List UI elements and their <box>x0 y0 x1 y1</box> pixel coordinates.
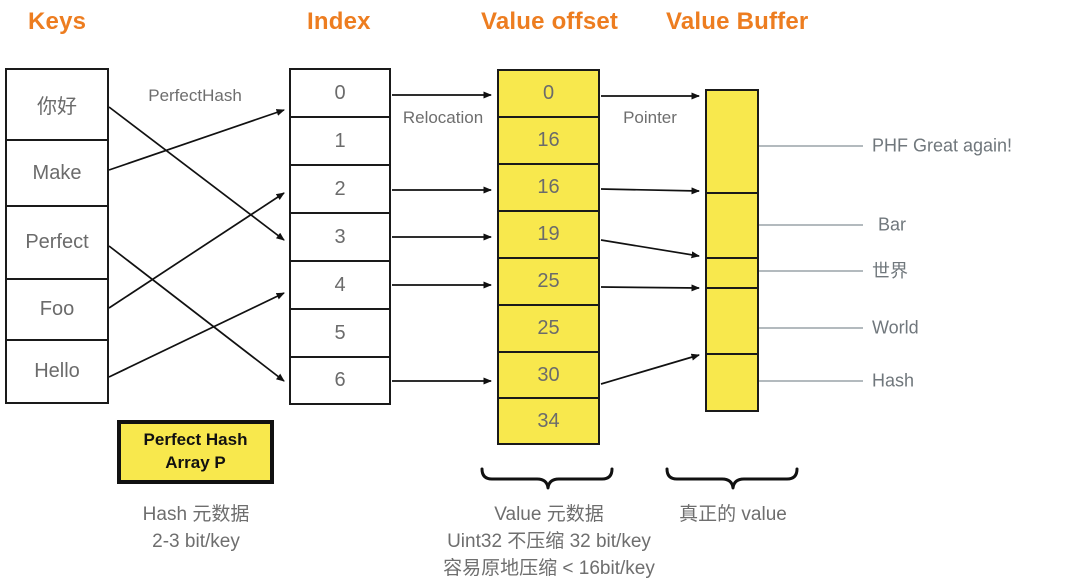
pointer-label: Pointer <box>623 108 677 127</box>
index-label: 0 <box>334 81 346 104</box>
buffer-label-world: World <box>872 317 919 338</box>
key-cell: Foo <box>5 278 109 341</box>
header-keys: Keys <box>28 8 87 35</box>
offset-cell: 16 <box>497 163 600 212</box>
offset-label: 25 <box>537 270 560 292</box>
index-label: 2 <box>334 177 346 200</box>
offset-label: 19 <box>537 223 560 245</box>
key-cell: Hello <box>5 339 109 404</box>
value-meta-line1: Value 元数据 <box>494 504 604 525</box>
offset-label: 34 <box>537 409 560 432</box>
index-cell: 5 <box>289 308 391 358</box>
value-offset-column: 0 16 16 19 25 25 30 34 <box>497 69 600 445</box>
index-label: 4 <box>334 273 346 296</box>
brace-value-buffer <box>665 467 799 490</box>
underbraces <box>480 467 799 490</box>
value-meta-line2: Uint32 不压缩 32 bit/key <box>447 531 651 552</box>
buffer-label-phf: PHF Great again! <box>872 135 1013 156</box>
index-to-offset-arrows <box>392 91 492 385</box>
arrow-off19 <box>600 239 700 259</box>
offset-cell: 34 <box>497 397 600 445</box>
offset-cell: 25 <box>497 304 600 353</box>
offset-to-buffer-arrows <box>600 92 700 385</box>
keys-to-index-arrows <box>108 106 285 382</box>
offset-label: 16 <box>537 129 560 151</box>
index-cell: 3 <box>289 212 391 262</box>
arrow-hello-to-4 <box>108 292 285 378</box>
arrow-perfect-to-6 <box>108 245 285 382</box>
relocation-label: Relocation <box>402 108 484 127</box>
hash-meta-line1: Hash 元数据 <box>142 504 250 525</box>
header-value-offset: Value offset <box>481 8 619 35</box>
index-cell: 2 <box>289 164 391 214</box>
offset-cell: 16 <box>497 116 600 165</box>
index-cell: 1 <box>289 116 391 166</box>
key-label: Make <box>32 161 82 184</box>
value-buffer-column <box>705 89 759 412</box>
key-label: Foo <box>39 298 75 320</box>
index-label: 5 <box>334 321 346 344</box>
offset-label: 30 <box>537 363 560 386</box>
arrow-make-to-0 <box>108 109 285 171</box>
perfect-hash-box-line1: Perfect Hash <box>143 430 248 450</box>
index-label: 6 <box>334 369 346 391</box>
real-value-caption: 真正的 value <box>679 504 787 525</box>
offset-cell: 0 <box>497 69 600 118</box>
buffer-segment-hash <box>705 353 759 412</box>
index-label: 1 <box>334 129 346 152</box>
offset-cell: 25 <box>497 257 600 306</box>
header-index: Index <box>307 8 371 35</box>
arrow-off16 <box>600 187 700 195</box>
index-label: 3 <box>334 225 346 248</box>
buffer-segment-phf <box>705 89 759 194</box>
offset-cell: 30 <box>497 351 600 399</box>
arrow-foo-to-2 <box>108 192 285 309</box>
header-value-buffer: Value Buffer <box>666 8 809 35</box>
index-column: 0 1 2 3 4 5 6 <box>289 68 391 405</box>
buffer-segment-shijie <box>705 257 759 289</box>
key-label: Hello <box>34 360 80 382</box>
buffer-segment-bar <box>705 192 759 259</box>
offset-label: 16 <box>537 176 560 198</box>
index-cell: 4 <box>289 260 391 310</box>
value-meta-caption: Value 元数据 Uint32 不压缩 32 bit/key 容易原地压缩 <… <box>443 501 655 582</box>
value-meta-line3: 容易原地压缩 < 16bit/key <box>443 558 655 579</box>
offset-label: 25 <box>537 317 560 339</box>
key-label: 你好 <box>37 96 77 118</box>
key-cell: Perfect <box>5 205 109 280</box>
hash-meta-line2: 2-3 bit/key <box>152 531 240 552</box>
hash-meta-caption: Hash 元数据 2-3 bit/key <box>143 501 250 555</box>
brace-value-offset <box>480 467 614 490</box>
perfecthash-label: PerfectHash <box>148 86 242 105</box>
offset-label: 0 <box>542 82 555 104</box>
perfect-hash-box-line2: Array P <box>165 453 226 472</box>
arrow-nihao-to-3 <box>108 106 285 241</box>
key-cell: 你好 <box>5 68 109 141</box>
keys-column: 你好 Make Perfect Foo Hello <box>5 68 109 404</box>
key-label: Perfect <box>25 231 89 253</box>
perfect-hash-array-box: Perfect Hash Array P <box>117 420 274 484</box>
arrow-off30 <box>600 353 700 385</box>
buffer-label-bar: Bar <box>878 214 907 235</box>
offset-cell: 19 <box>497 210 600 259</box>
buffer-label-hash: Hash <box>872 370 915 391</box>
buffer-segment-world <box>705 287 759 355</box>
arrow-off25 <box>600 284 700 292</box>
index-cell: 0 <box>289 68 391 118</box>
index-cell: 6 <box>289 356 391 405</box>
key-cell: Make <box>5 139 109 207</box>
buffer-label-shijie: 世界 <box>872 261 908 281</box>
